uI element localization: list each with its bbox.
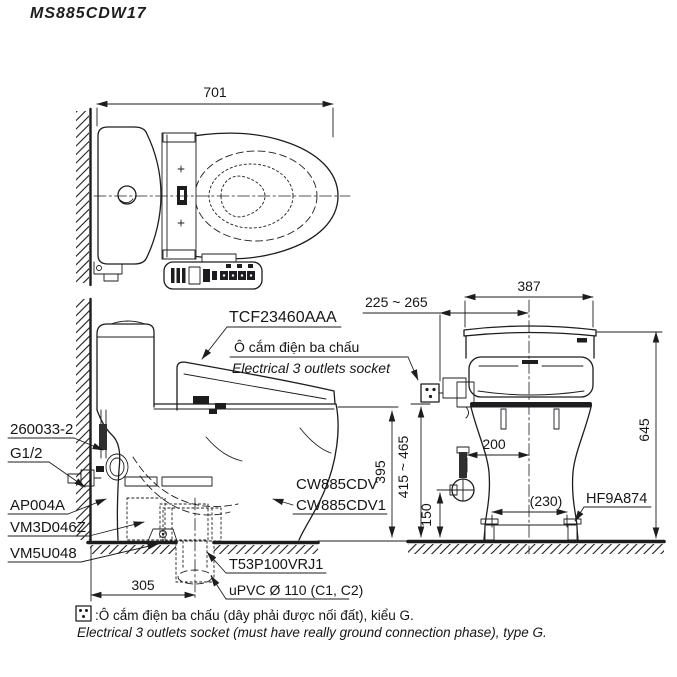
dim-tank-width: 387 [464, 278, 594, 328]
dim-seat-height: 395 [337, 406, 399, 538]
floor-hatch [86, 539, 666, 554]
dim-socket-height-value: 415 ~ 465 [395, 435, 411, 498]
dim-rough-in: 305 [90, 546, 196, 602]
footnote-en: Electrical 3 outlets socket (must have r… [77, 625, 547, 640]
model-number-title: MS885CDW17 [30, 5, 147, 22]
callout-seat-unit: TCF23460AAA Ô cắm điện ba chấu Electrica… [201, 309, 419, 381]
part-label: 260033-2 [10, 421, 73, 438]
power-plug [438, 377, 475, 419]
dim-bolt-spacing-value: (230) [530, 493, 563, 509]
dim-bolt-spacing: (230) [491, 493, 568, 528]
bolt-cap-label: HF9A874 [586, 491, 647, 507]
part-label: AP004A [10, 497, 65, 514]
dim-socket-offset: 225 ~ 265 [362, 294, 529, 382]
dim-total-height: 645 [596, 331, 663, 539]
socket-callout-vi: Ô cắm điện ba chấu [234, 339, 359, 355]
footnote: :Ô cắm điện ba chấu (dây phải được nối đ… [75, 605, 547, 640]
wall-hatch-top-view [76, 107, 92, 287]
callout-drain-joint: T53P100VRJ1 [206, 551, 327, 574]
callout-supply-hose: 260033-2 [7, 421, 104, 451]
dim-socket-height: 415 ~ 465 [395, 403, 431, 538]
part-label: VM3D046Z [10, 519, 86, 536]
bowl-model-2: CW885CDV1 [296, 497, 386, 514]
callout-drain-pipe: uPVC Ø 110 (C1, C2) [210, 575, 363, 600]
callout-stop-valve: AP004A [7, 497, 107, 515]
dim-supply-offset-value: 200 [482, 436, 506, 452]
seat-unit-label: TCF23460AAA [229, 309, 337, 326]
power-socket-icon [420, 383, 440, 403]
top-view: 701 [76, 84, 351, 290]
dim-socket-offset-value: 225 ~ 265 [365, 294, 428, 310]
drain-joint-label: T53P100VRJ1 [229, 557, 323, 573]
socket-callout-en: Electrical 3 outlets socket [232, 360, 391, 376]
supply-hose-and-valve [67, 409, 129, 487]
bowl-internals [124, 427, 332, 542]
dim-supply-offset: 200 [466, 436, 530, 473]
socket-legend-icon [75, 605, 92, 622]
part-label: G1/2 [10, 445, 43, 462]
bowl-model-1: CW885CDV [296, 476, 378, 493]
callout-thread: G1/2 [7, 445, 86, 488]
toilet-plan-outline [93, 126, 351, 282]
dim-supply-height: 150 [418, 489, 453, 538]
dim-tank-width-value: 387 [517, 278, 541, 294]
callout-flange: VM5U048 [7, 543, 159, 563]
callout-bowl-model: CW885CDV CW885CDV1 [272, 476, 388, 515]
dim-rough-in-value: 305 [131, 577, 155, 593]
wall-hatch-side-view [76, 297, 92, 543]
side-view: TCF23460AAA Ô cắm điện ba chấu Electrica… [7, 297, 666, 602]
dim-supply-height-value: 150 [418, 503, 434, 527]
toilet-side-outline [96, 320, 339, 541]
callout-bolt-cap: HF9A874 [574, 491, 652, 522]
dim-seat-height-value: 395 [372, 460, 388, 484]
part-label: VM5U048 [10, 545, 77, 562]
drain-pipe-label: uPVC Ø 110 (C1, C2) [229, 582, 363, 598]
dim-depth-value: 701 [203, 84, 227, 100]
remote-control-panel [163, 253, 263, 290]
front-view: 387 225 ~ 265 645 415 ~ 465 200 [362, 278, 663, 555]
dim-depth: 701 [96, 84, 334, 138]
drain-pipe [175, 497, 215, 600]
toilet-front-outline [463, 299, 597, 555]
callout-inlet: VM3D046Z [7, 519, 145, 537]
footnote-vi: :Ô cắm điện ba chấu (dây phải được nối đ… [95, 608, 414, 623]
dim-total-height-value: 645 [636, 418, 652, 442]
flush-knob-icon [117, 185, 137, 205]
